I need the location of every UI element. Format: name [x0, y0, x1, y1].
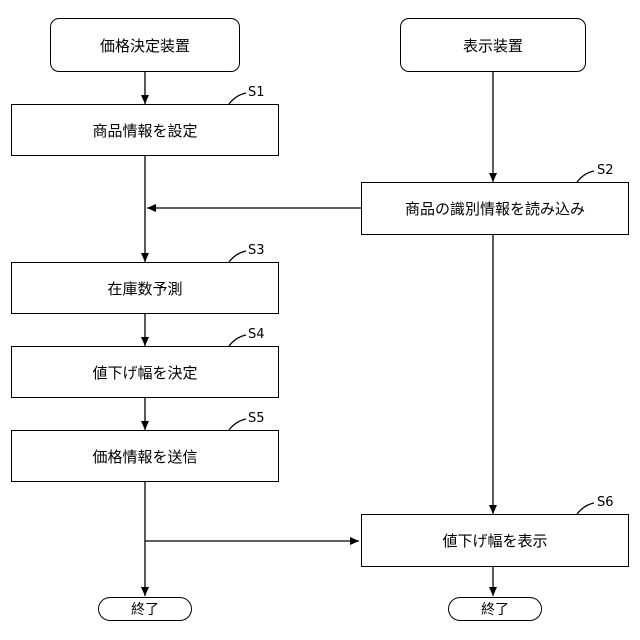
step-s1-label: 商品情報を設定 — [92, 120, 197, 141]
step-tick-s4 — [229, 335, 246, 346]
end-terminal-right-label: 終了 — [481, 599, 509, 619]
step-tick-s5 — [229, 419, 246, 430]
step-s3-label: 在庫数予測 — [107, 278, 182, 299]
pricing-device-box: 価格決定装置 — [50, 18, 240, 72]
display-device-label: 表示装置 — [463, 35, 523, 56]
step-s3-box: 在庫数予測 — [11, 262, 279, 314]
step-s2-box: 商品の識別情報を読み込み — [361, 182, 629, 235]
step-s5-label: 価格情報を送信 — [92, 446, 197, 467]
step-s1-box: 商品情報を設定 — [11, 104, 279, 156]
pricing-device-label: 価格決定装置 — [100, 35, 190, 56]
step-s3-id: S3 — [248, 243, 265, 258]
step-tick-s3 — [229, 251, 246, 262]
step-s4-box: 値下げ幅を決定 — [11, 346, 279, 398]
step-s6-label: 値下げ幅を表示 — [442, 530, 547, 551]
step-s5-id: S5 — [248, 411, 265, 426]
step-s5-box: 価格情報を送信 — [11, 430, 279, 482]
step-s2-label: 商品の識別情報を読み込み — [405, 198, 585, 219]
step-s6-id: S6 — [597, 495, 614, 510]
step-s4-id: S4 — [248, 327, 265, 342]
step-s1-id: S1 — [248, 85, 265, 100]
step-s6-box: 値下げ幅を表示 — [361, 514, 629, 567]
end-terminal-right: 終了 — [448, 597, 542, 621]
step-tick-s6 — [577, 503, 594, 514]
step-s4-label: 値下げ幅を決定 — [92, 362, 197, 383]
step-tick-s2 — [577, 171, 594, 182]
end-terminal-left: 終了 — [98, 597, 192, 621]
step-tick-s1 — [229, 93, 246, 104]
end-terminal-left-label: 終了 — [131, 599, 159, 619]
display-device-box: 表示装置 — [400, 18, 586, 72]
step-s2-id: S2 — [597, 163, 614, 178]
